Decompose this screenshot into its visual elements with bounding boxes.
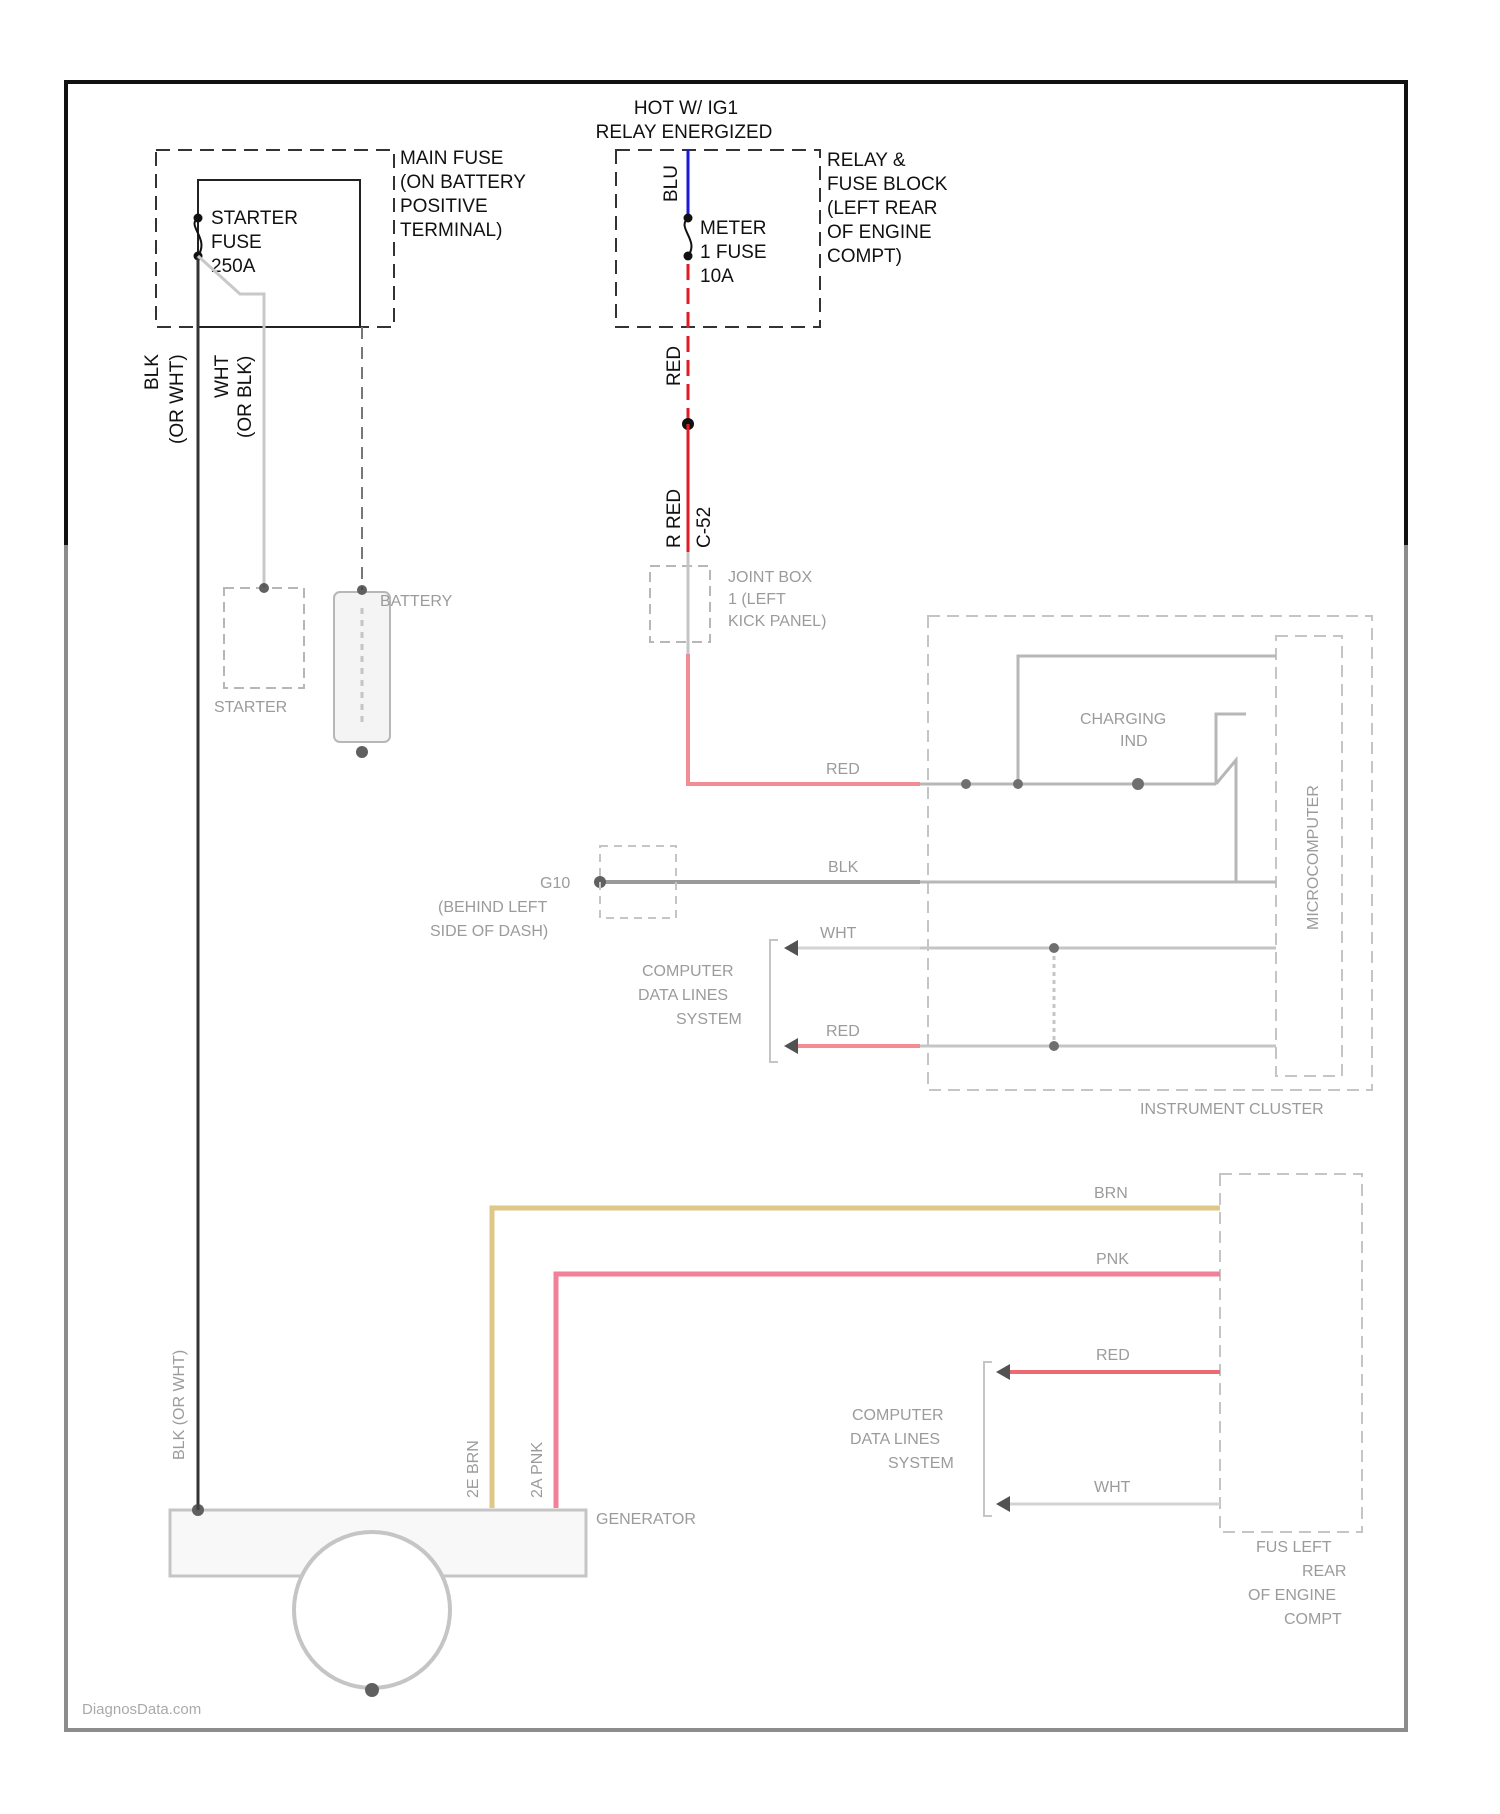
transistor-wire: [1216, 760, 1276, 882]
starter-fuse-label-2: FUSE: [211, 232, 262, 253]
lower-fuse-box-label-2: REAR: [1302, 1563, 1346, 1580]
wht-wire-label-alt: (OR BLK): [235, 356, 256, 438]
lower-fuse-box-label-4: COMPT: [1284, 1611, 1342, 1628]
computer-data-lines-1-label-2: DATA LINES: [638, 987, 728, 1004]
ground-label-1: G10: [540, 875, 570, 892]
meter-fuse-label-1: METER: [700, 218, 767, 239]
main-fuse-dashed-box: [156, 150, 394, 327]
computer-data-lines-2-label-1: COMPUTER: [852, 1407, 944, 1424]
generator-ground-dot: [365, 1683, 379, 1697]
connector-c52-label: C-52: [694, 507, 715, 548]
red-wire-label: RED: [664, 346, 685, 386]
node-dot: [1049, 1041, 1059, 1051]
starter-terminal-dot: [259, 583, 269, 593]
relay-block-label-2: FUSE BLOCK: [827, 174, 948, 195]
watermark: DiagnosData.com: [82, 1701, 201, 1718]
generator-pnk-wire-label: 2A PNK: [529, 1442, 546, 1498]
generator-brn-wire-label: 2E BRN: [465, 1440, 482, 1498]
joint-box-label-3: KICK PANEL): [728, 613, 826, 630]
charging-indicator-label-2: IND: [1120, 733, 1148, 750]
starter-fuse-box: [198, 180, 360, 327]
ground-label-2: (BEHIND LEFT: [438, 899, 548, 916]
node-dot: [961, 779, 971, 789]
transistor-base: [1216, 714, 1246, 784]
computer-data-lines-1-label-3: SYSTEM: [676, 1011, 742, 1028]
lower-fuse-box-label-1: FUS LEFT: [1256, 1539, 1332, 1556]
meter-fuse-symbol: [685, 218, 692, 256]
ground-label-3: SIDE OF DASH): [430, 923, 548, 940]
node-dot: [1013, 779, 1023, 789]
lower-diagram: STARTER BATTERY JOINT BOX 1 (LEFT KICK P…: [82, 552, 1372, 1718]
brn-wire-label: BRN: [1094, 1185, 1128, 1202]
relay-energized-label: RELAY ENERGIZED: [596, 122, 773, 143]
arrow-icon: [784, 1038, 798, 1054]
fuse-terminal-dot: [684, 252, 693, 261]
main-fuse-label-1: MAIN FUSE: [400, 148, 503, 169]
battery-pos-dot: [357, 585, 367, 595]
arrow-icon: [996, 1496, 1010, 1512]
computer-data-lines-2-label-3: SYSTEM: [888, 1455, 954, 1472]
lower-fuse-box-label-3: OF ENGINE: [1248, 1587, 1336, 1604]
lower-fuse-box: [1220, 1174, 1362, 1532]
generator-label: GENERATOR: [596, 1511, 696, 1528]
joint-box: [650, 566, 710, 642]
relay-block-label-5: COMPT): [827, 246, 902, 267]
starter-box: [224, 588, 304, 688]
fuse-terminal-dot: [684, 214, 693, 223]
main-fuse-label-2: (ON BATTERY: [400, 172, 526, 193]
red-wire-cluster-label: RED: [826, 761, 860, 778]
pnk-wire-label: PNK: [1096, 1251, 1129, 1268]
red-data-wire-1-label: RED: [826, 1023, 860, 1040]
node-dot: [1049, 943, 1059, 953]
battery-label: BATTERY: [380, 593, 453, 610]
blk-ground-wire-label: BLK: [828, 859, 859, 876]
instrument-cluster-label: INSTRUMENT CLUSTER: [1140, 1101, 1324, 1118]
red-wire-to-cluster: [688, 654, 920, 784]
main-fuse-label-4: TERMINAL): [400, 220, 502, 241]
hot-label: HOT W/ IG1: [634, 98, 738, 119]
frame-top: [66, 82, 1406, 545]
computer-data-lines-1-label-1: COMPUTER: [642, 963, 734, 980]
generator-b-terminal-dot: [192, 1504, 204, 1516]
starter-fuse-label-1: STARTER: [211, 208, 298, 229]
relay-fuse-block: BLU METER 1 FUSE 10A RELAY & FUSE BLOCK …: [616, 150, 948, 327]
generator-blk-wire-label: BLK (OR WHT): [171, 1350, 188, 1460]
meter-fuse-label-2: 1 FUSE: [700, 242, 767, 263]
joint-box-label-1: JOINT BOX: [728, 569, 812, 586]
charging-indicator-label-1: CHARGING: [1080, 711, 1166, 728]
bracket: [984, 1362, 992, 1516]
main-fuse-assembly: STARTER FUSE 250A MAIN FUSE (ON BATTERY …: [156, 148, 526, 327]
blk-wire-label-alt: (OR WHT): [167, 354, 188, 444]
wht-data-wire-1-label: WHT: [820, 925, 857, 942]
generator-body: [294, 1532, 450, 1688]
meter-fuse-label-3: 10A: [700, 266, 734, 287]
blk-wire-label: BLK: [142, 354, 163, 390]
main-fuse-label-3: POSITIVE: [400, 196, 488, 217]
relay-block-label-4: OF ENGINE: [827, 222, 932, 243]
battery-neg-dot: [356, 746, 368, 758]
wht-data-wire-2-label: WHT: [1094, 1479, 1131, 1496]
computer-data-lines-2-label-2: DATA LINES: [850, 1431, 940, 1448]
microcomputer-label: MICROCOMPUTER: [1305, 785, 1322, 930]
relay-block-label-3: (LEFT REAR: [827, 198, 938, 219]
red-data-wire-2-label: RED: [1096, 1347, 1130, 1364]
starter-label: STARTER: [214, 699, 287, 716]
red-wire-label-lower: R RED: [664, 489, 685, 548]
bracket: [770, 940, 778, 1062]
arrow-icon: [996, 1364, 1010, 1380]
diagram-frame: [66, 82, 1406, 1730]
pnk-wire: [556, 1274, 1220, 1508]
blu-wire-label: BLU: [661, 165, 682, 202]
arrow-icon: [784, 940, 798, 956]
charging-indicator-lamp: [1132, 778, 1144, 790]
fuse-terminal-dot: [194, 214, 203, 223]
joint-box-label-2: 1 (LEFT: [728, 591, 786, 608]
relay-block-label-1: RELAY &: [827, 150, 906, 171]
wht-wire-label: WHT: [212, 354, 233, 398]
